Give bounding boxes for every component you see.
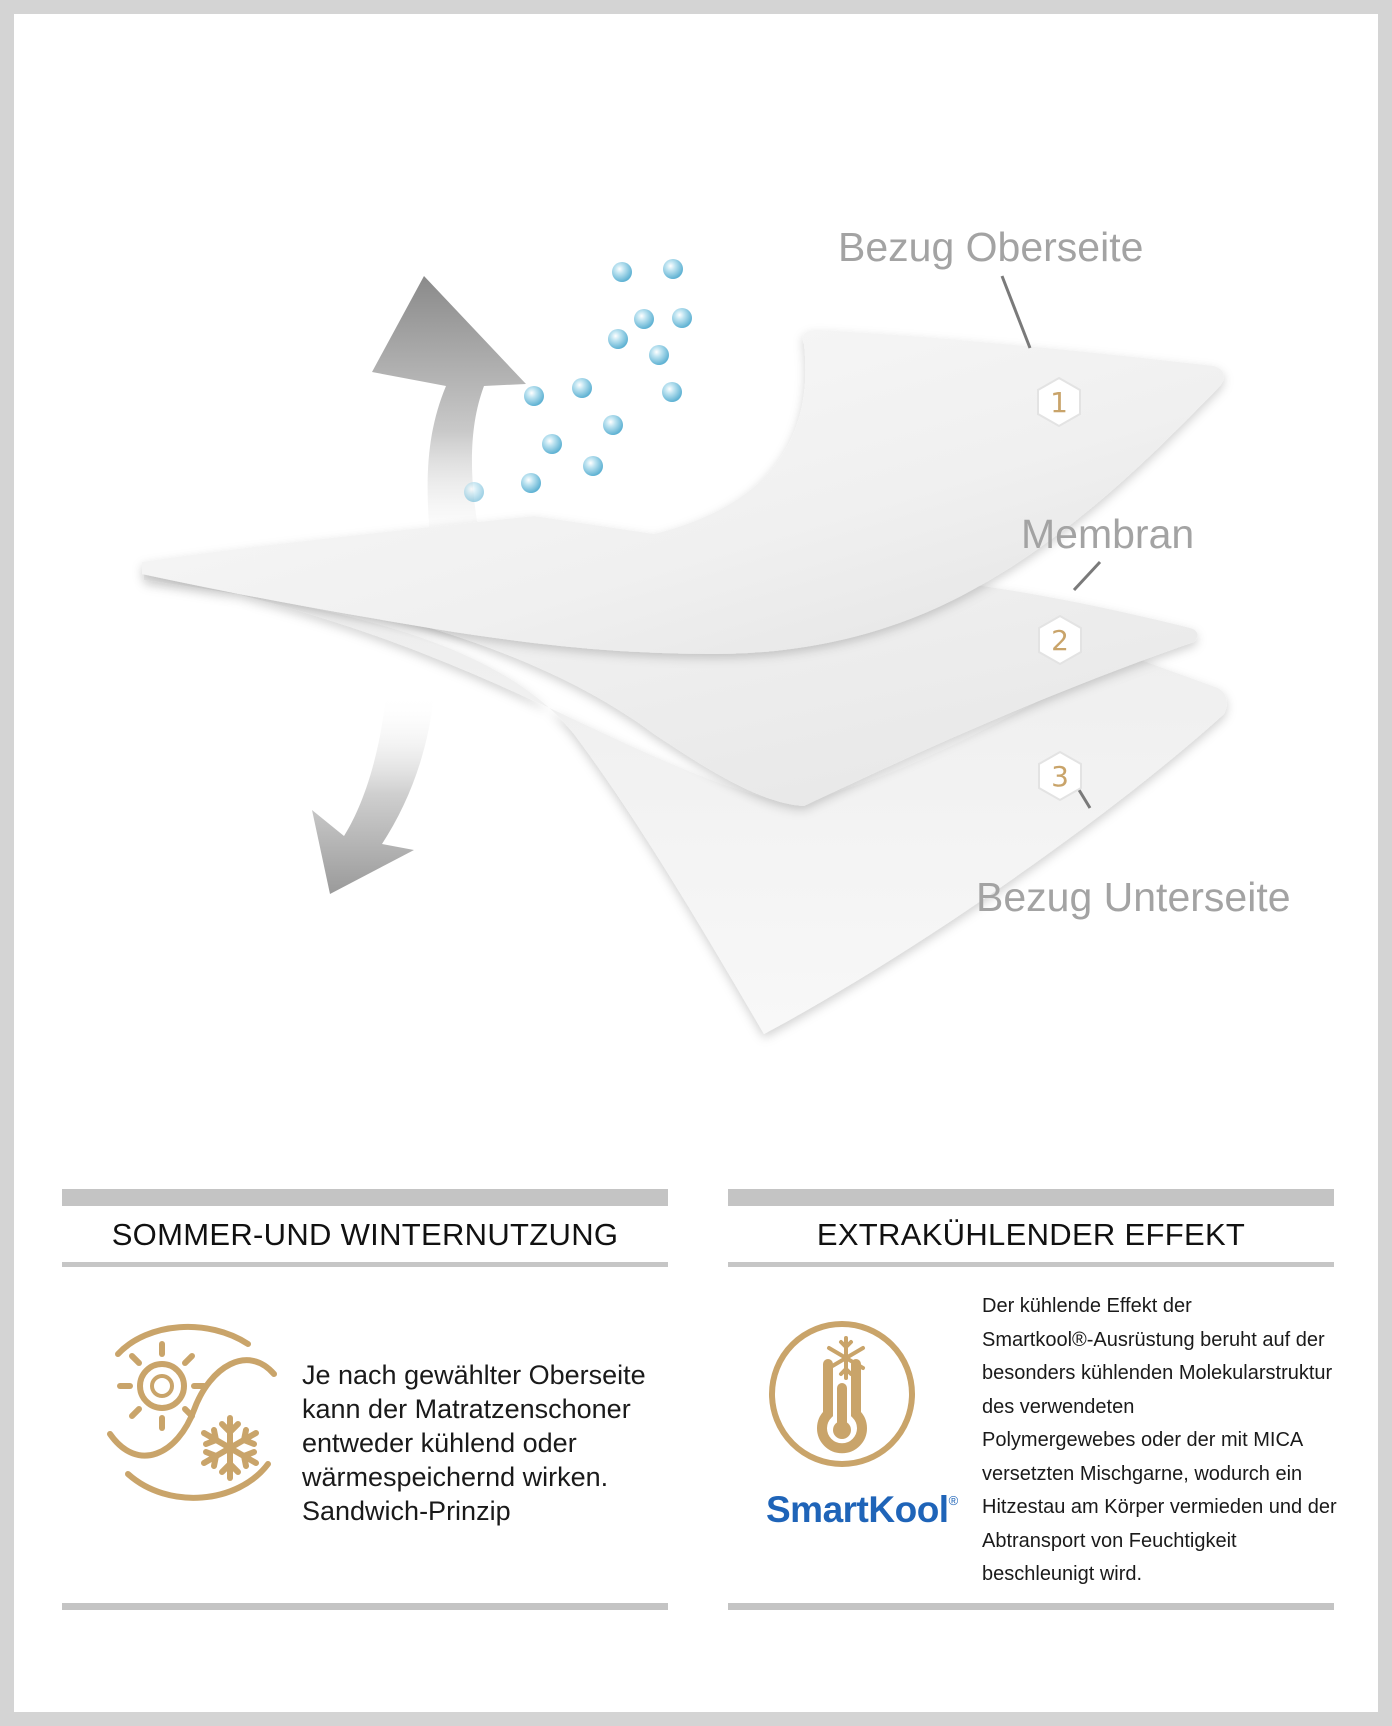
svg-text:3: 3	[1051, 760, 1069, 793]
thermometer-snowflake-icon	[769, 1321, 915, 1467]
label-top-cover: Bezug Oberseite	[838, 224, 1144, 270]
right-section-title: EXTRAKÜHLENDER EFFEKT	[816, 1217, 1246, 1252]
svg-text:2: 2	[1051, 624, 1069, 657]
left-section-text: Je nach gewählter Oberseite kann der Mat…	[302, 1360, 646, 1526]
top-layer-sheet	[142, 330, 1224, 654]
right-section-top-bar	[728, 1189, 1334, 1206]
right-section-bottom-bar	[728, 1603, 1334, 1610]
sun-snowflake-icon	[107, 1323, 277, 1501]
label-bottom-cover: Bezug Unterseite	[976, 874, 1291, 920]
left-section-bottom-bar	[62, 1603, 668, 1610]
down-arrow-icon	[312, 694, 434, 894]
label-membrane: Membran	[1021, 511, 1195, 557]
left-section-top-bar	[62, 1189, 668, 1206]
moisture-droplets	[464, 259, 692, 502]
left-section-title-rule	[62, 1262, 668, 1267]
hex-badge-3: 3	[1038, 750, 1082, 802]
leader-line-middle	[1072, 560, 1102, 592]
layer-illustration: 1 2 3	[142, 259, 1227, 1034]
leader-line-top	[1000, 275, 1032, 349]
right-section-title-rule	[728, 1262, 1334, 1267]
hex-badge-2: 2	[1038, 614, 1082, 666]
right-section-text: Der kühlende Effekt der Smartkool®-Ausrü…	[982, 1295, 1337, 1585]
bottom-layer-sheet	[144, 574, 1227, 1034]
hex-badge-1: 1	[1037, 376, 1081, 428]
up-arrow-icon	[372, 276, 526, 559]
middle-layer-sheet	[142, 572, 1198, 806]
left-section-title: SOMMER-UND WINTERNUTZUNG	[111, 1217, 619, 1252]
smartkool-logo: SmartKool®	[766, 1489, 958, 1530]
svg-text:1: 1	[1050, 386, 1068, 419]
